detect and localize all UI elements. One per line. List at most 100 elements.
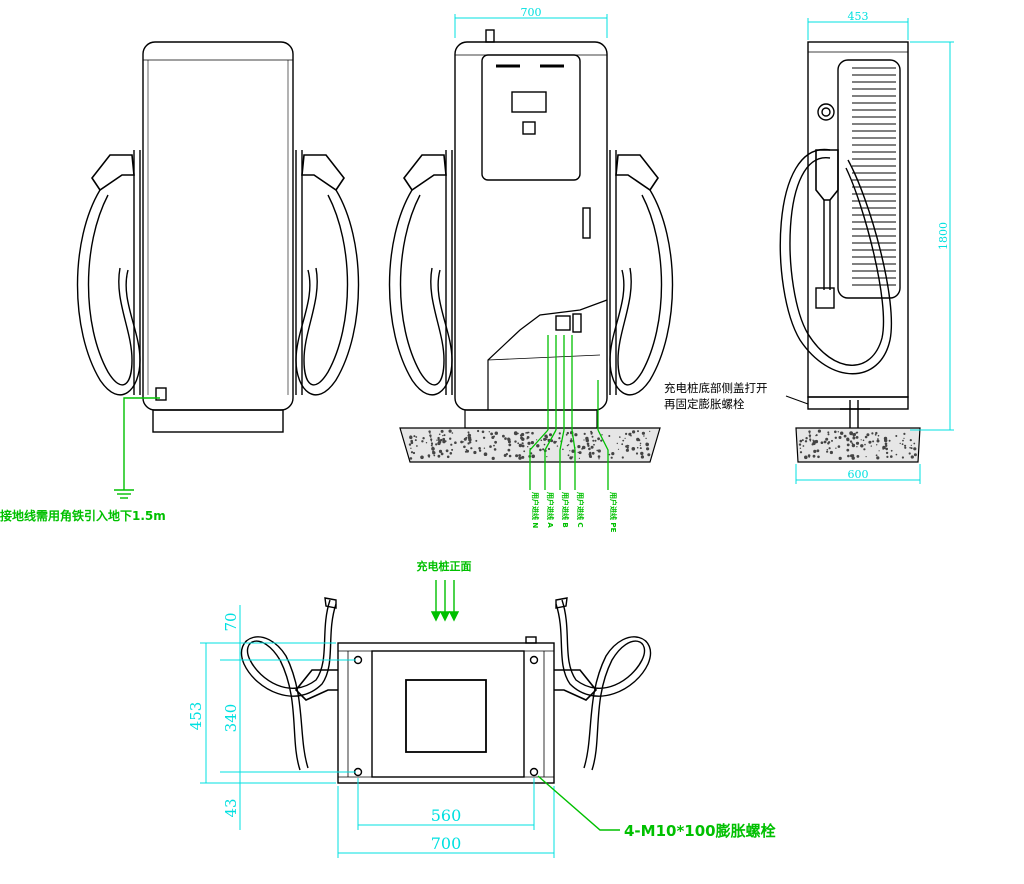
concrete-speck bbox=[636, 437, 640, 442]
concrete-speck bbox=[445, 449, 449, 453]
concrete-speck bbox=[820, 441, 824, 445]
concrete-speck bbox=[451, 432, 454, 434]
concrete-speck bbox=[641, 455, 644, 457]
concrete-speck bbox=[467, 431, 470, 434]
concrete-speck bbox=[526, 436, 530, 439]
top-right-cable bbox=[561, 599, 646, 771]
concrete-speck bbox=[901, 456, 905, 459]
concrete-speck bbox=[542, 448, 545, 451]
side-note-line1: 充电桩底部侧盖打开 bbox=[664, 381, 768, 395]
concrete-speck bbox=[503, 454, 507, 457]
concrete-speck bbox=[468, 438, 472, 442]
concrete-speck bbox=[577, 451, 579, 454]
concrete-speck bbox=[569, 450, 571, 452]
concrete-speck bbox=[808, 432, 811, 434]
concrete-speck bbox=[904, 444, 907, 447]
concrete-speck bbox=[902, 439, 904, 442]
top-dim-453: 453 bbox=[187, 702, 205, 731]
concrete-speck bbox=[625, 445, 628, 448]
grounding-wire bbox=[114, 397, 160, 499]
side-cabinet bbox=[807, 41, 909, 398]
concrete-speck bbox=[637, 430, 639, 433]
concrete-speck bbox=[454, 441, 457, 445]
concrete-speck bbox=[617, 448, 620, 450]
concrete-speck bbox=[639, 442, 642, 445]
concrete-speck bbox=[438, 440, 442, 444]
concrete-speck bbox=[466, 449, 469, 453]
concrete-speck bbox=[597, 449, 601, 453]
concrete-speck bbox=[870, 441, 872, 443]
concrete-speck bbox=[601, 434, 603, 436]
concrete-speck bbox=[895, 435, 898, 437]
concrete-speck bbox=[812, 439, 814, 441]
concrete-speck bbox=[493, 444, 495, 447]
concrete-speck bbox=[826, 450, 828, 453]
concrete-speck bbox=[909, 446, 911, 449]
concrete-speck bbox=[475, 439, 478, 442]
concrete-speck bbox=[804, 455, 808, 460]
concrete-speck bbox=[518, 443, 523, 448]
concrete-speck bbox=[574, 433, 578, 437]
concrete-speck bbox=[804, 440, 808, 443]
concrete-speck bbox=[408, 443, 412, 446]
concrete-speck bbox=[502, 434, 505, 438]
concrete-speck bbox=[913, 442, 916, 445]
concrete-speck bbox=[540, 439, 543, 442]
concrete-speck bbox=[591, 451, 595, 455]
side-dimensions bbox=[795, 18, 954, 484]
top-dimensions bbox=[200, 605, 555, 858]
concrete-speck bbox=[890, 449, 893, 452]
concrete-speck bbox=[865, 456, 867, 458]
concrete-speck bbox=[450, 443, 453, 446]
top-dim-560: 560 bbox=[431, 806, 462, 825]
top-dim-700: 700 bbox=[431, 834, 462, 853]
concrete-speck bbox=[875, 431, 878, 435]
back-base bbox=[152, 409, 284, 433]
concrete-speck bbox=[571, 449, 575, 453]
concrete-speck bbox=[910, 444, 912, 446]
side-foundation-texture bbox=[798, 429, 917, 460]
concrete-speck bbox=[814, 439, 819, 444]
concrete-speck bbox=[851, 442, 854, 445]
concrete-speck bbox=[543, 443, 546, 446]
concrete-speck bbox=[523, 450, 526, 453]
concrete-speck bbox=[463, 441, 465, 443]
concrete-speck bbox=[826, 449, 829, 451]
concrete-speck bbox=[478, 449, 482, 452]
concrete-speck bbox=[860, 444, 864, 448]
concrete-speck bbox=[588, 447, 591, 451]
concrete-speck bbox=[519, 434, 523, 437]
concrete-speck bbox=[621, 456, 624, 459]
concrete-speck bbox=[590, 445, 594, 449]
front-view bbox=[388, 29, 674, 411]
back-right-cable bbox=[295, 189, 360, 396]
front-right-cable bbox=[609, 189, 674, 396]
concrete-speck bbox=[430, 438, 433, 441]
concrete-speck bbox=[851, 456, 855, 460]
concrete-speck bbox=[825, 437, 829, 441]
concrete-speck bbox=[549, 433, 552, 437]
concrete-speck bbox=[645, 437, 647, 440]
concrete-speck bbox=[877, 434, 880, 437]
concrete-speck bbox=[566, 431, 569, 435]
concrete-speck bbox=[635, 452, 639, 455]
concrete-speck bbox=[901, 443, 904, 446]
concrete-speck bbox=[438, 433, 441, 436]
concrete-speck bbox=[437, 454, 441, 458]
concrete-speck bbox=[578, 451, 582, 455]
concrete-speck bbox=[430, 440, 433, 442]
concrete-speck bbox=[636, 446, 639, 449]
concrete-speck bbox=[449, 437, 452, 440]
concrete-speck bbox=[432, 451, 436, 455]
concrete-speck bbox=[437, 438, 440, 441]
concrete-speck bbox=[645, 442, 649, 447]
concrete-speck bbox=[596, 449, 598, 452]
concrete-speck bbox=[910, 455, 914, 459]
concrete-speck bbox=[586, 442, 590, 446]
top-left-cable bbox=[246, 599, 331, 771]
concrete-speck bbox=[562, 448, 564, 451]
concrete-speck bbox=[627, 445, 630, 447]
concrete-speck bbox=[507, 448, 511, 452]
ground-terminal bbox=[155, 387, 167, 401]
concrete-speck bbox=[415, 436, 418, 438]
